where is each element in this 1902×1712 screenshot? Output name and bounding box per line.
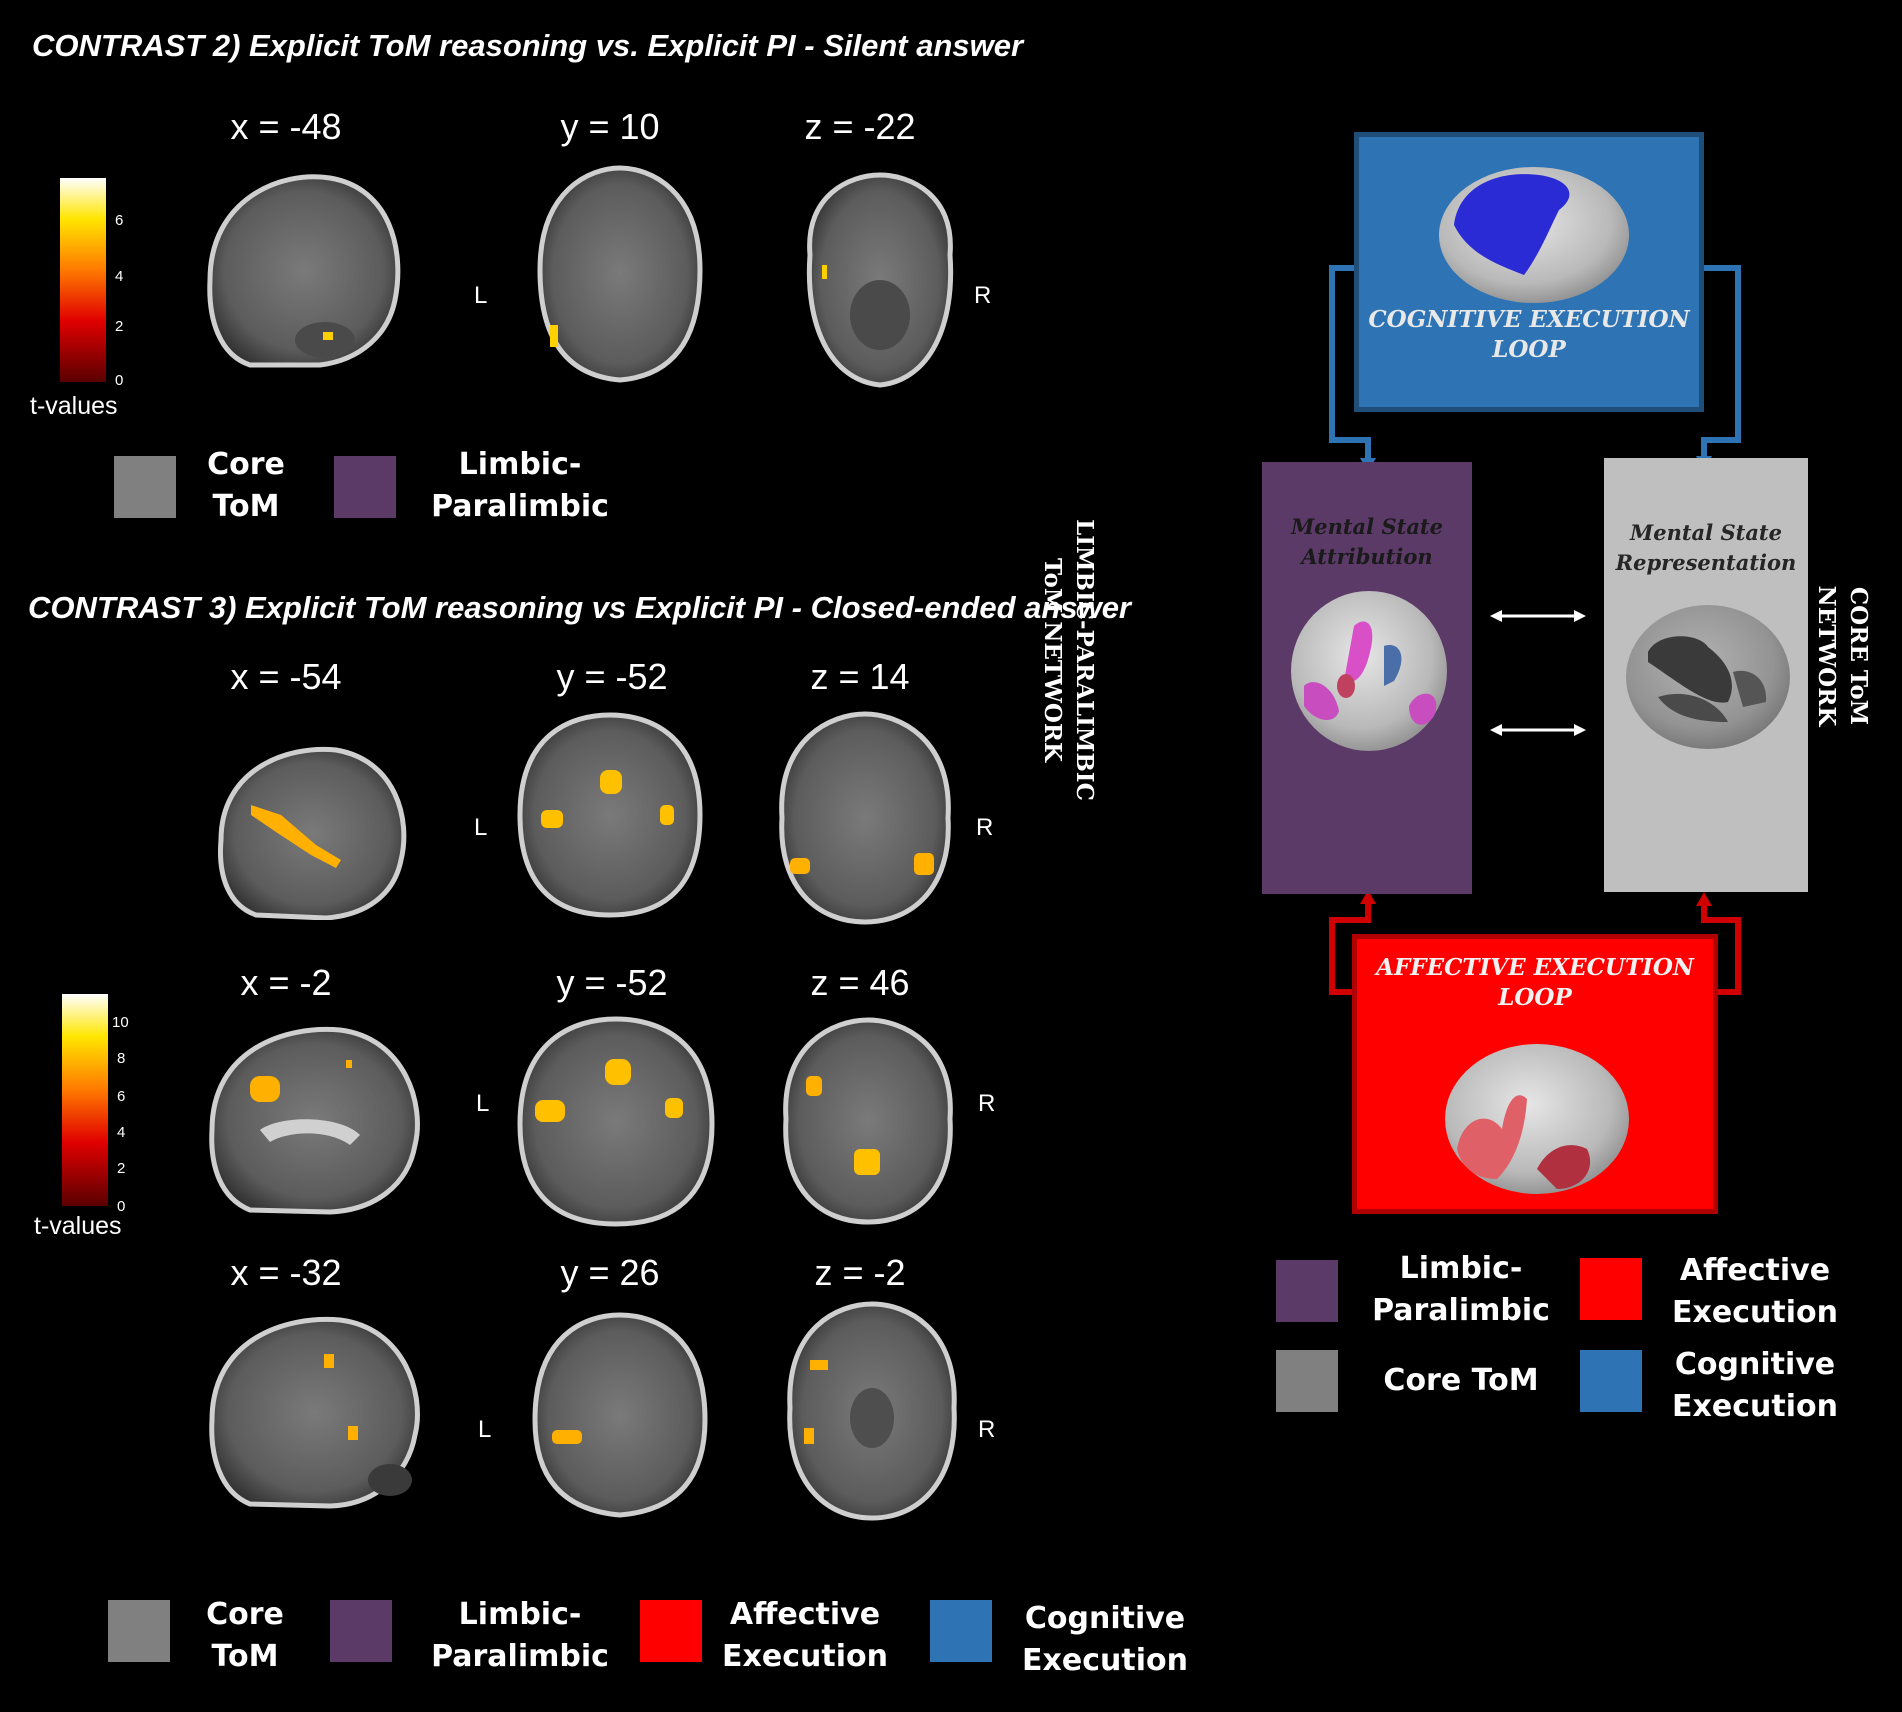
legend-swatch-limbic [334, 456, 396, 518]
legend-label-cognitive: Cognitive Execution [1022, 1601, 1188, 1678]
contrast3-row3-coord-x: x = -32 [230, 1252, 342, 1293]
contrast3-colorbar [62, 994, 108, 1206]
contrast2-side-left: L [474, 282, 488, 309]
legend-swatch-cognitive [930, 1600, 992, 1662]
mental-state-attribution-box: Mental State Attribution [1262, 462, 1472, 894]
contrast2-coord-y: y = 10 [560, 106, 660, 147]
contrast2-coord-x: x = -48 [230, 106, 342, 147]
contrast3-row1-coronal-slice [517, 712, 703, 918]
limbic-paralimbic-network-label: LIMBIC-PARALIMBIC ToM NETWORK [1039, 519, 1098, 801]
contrast2-title: CONTRAST 2) Explicit ToM reasoning vs. E… [32, 28, 1024, 63]
legend-label-core-tom: Core ToM [207, 447, 285, 524]
contrast3-row2-side-left: L [476, 1090, 490, 1117]
diagram-legend-swatch-limbic [1276, 1260, 1338, 1322]
contrast3-row3-axial-slice [787, 1301, 957, 1521]
contrast3-row2-axial-slice [783, 1017, 953, 1225]
contrast3-row2-coronal-slice [517, 1016, 715, 1227]
contrast3-row2-sagittal-slice [209, 1026, 420, 1215]
legend-label-limbic: Limbic- Paralimbic [431, 1597, 609, 1674]
legend-swatch-affective [640, 1600, 702, 1662]
core-tom-brain-render [1626, 605, 1790, 749]
contrast3-row3-coronal-slice [532, 1312, 708, 1518]
contrast3-colorbar-tick: 0 [117, 1198, 126, 1215]
diagram-legend-label-core-tom: Core ToM [1383, 1363, 1539, 1398]
contrast2-colorbar-tick: 6 [115, 212, 124, 229]
legend-label-core-tom: Core ToM [206, 1597, 284, 1674]
mental-state-representation-label: Mental State Representation [1615, 520, 1797, 575]
contrast2-sagittal-slice [207, 174, 401, 368]
contrast2-colorbar [60, 178, 106, 382]
diagram-legend-swatch-affective [1580, 1258, 1642, 1320]
contrast3-row2-side-right: R [978, 1090, 996, 1117]
contrast3-row2-coord-x: x = -2 [240, 962, 332, 1003]
contrast3-row2-coord-y: y = -52 [556, 962, 668, 1003]
contrast3-title: CONTRAST 3) Explicit ToM reasoning vs Ex… [28, 590, 1131, 625]
contrast3-row3-side-right: R [978, 1416, 996, 1443]
legend-label-limbic: Limbic- Paralimbic [431, 447, 609, 524]
contrast3-row3-sagittal-slice [209, 1316, 420, 1509]
cognitive-execution-loop-box: COGNITIVE EXECUTION LOOP [1354, 132, 1704, 412]
contrast3-row1-coord-x: x = -54 [230, 656, 342, 697]
contrast3-colorbar-tick: 4 [117, 1124, 126, 1141]
contrast3-row1-axial-slice [779, 711, 951, 925]
diagram-legend-label-limbic: Limbic- Paralimbic [1372, 1251, 1550, 1328]
contrast3-row3-coord-z: z = -2 [814, 1252, 906, 1293]
affective-brain-render [1445, 1044, 1629, 1194]
contrast3-row1-coord-z: z = 14 [810, 656, 910, 697]
contrast3-colorbar-tick: 2 [117, 1160, 126, 1177]
contrast2-axial-slice [806, 172, 954, 388]
contrast3-row3-side-left: L [478, 1416, 492, 1443]
contrast3-row1-coord-y: y = -52 [556, 656, 668, 697]
contrast2-side-right: R [974, 282, 992, 309]
core-tom-network-label: CORE ToM NETWORK [1813, 585, 1872, 727]
legend-swatch-limbic [330, 1600, 392, 1662]
contrast3-row1-side-left: L [474, 814, 488, 841]
cognitive-loop-label: COGNITIVE EXECUTION LOOP [1368, 306, 1690, 363]
legend-swatch-core-tom [114, 456, 176, 518]
cognitive-brain-render [1439, 167, 1629, 303]
legend-swatch-core-tom [108, 1600, 170, 1662]
diagram-legend-swatch-core-tom [1276, 1350, 1338, 1412]
mental-state-attribution-label: Mental State Attribution [1290, 514, 1443, 569]
limbic-brain-render [1291, 591, 1447, 751]
legend-label-affective: Affective Execution [722, 1597, 888, 1674]
contrast3-colorbar-tick: 6 [117, 1088, 126, 1105]
contrast2-coord-z: z = -22 [804, 106, 916, 147]
contrast3-colorbar-tick: 10 [112, 1014, 129, 1031]
contrast2-colorbar-tick: 2 [115, 318, 124, 335]
contrast3-row2-coord-z: z = 46 [810, 962, 910, 1003]
diagram-legend-label-affective: Affective Execution [1672, 1253, 1838, 1330]
contrast3-colorbar-label: t-values [34, 1212, 122, 1240]
mental-state-representation-box: Mental State Representation [1604, 458, 1808, 892]
contrast3-row3-coord-y: y = 26 [560, 1252, 660, 1293]
diagram-legend-swatch-cognitive [1580, 1350, 1642, 1412]
affective-execution-loop-box: AFFECTIVE EXECUTION LOOP [1352, 934, 1718, 1214]
contrast2-colorbar-label: t-values [30, 392, 118, 420]
contrast2-coronal-slice [537, 165, 703, 383]
contrast3-row1-sagittal-slice [217, 746, 407, 920]
contrast3-row1-side-right: R [976, 814, 994, 841]
contrast3-colorbar-tick: 8 [117, 1050, 126, 1067]
affective-loop-label: AFFECTIVE EXECUTION LOOP [1376, 954, 1694, 1011]
contrast2-colorbar-tick: 0 [115, 372, 124, 389]
diagram-legend-label-cognitive: Cognitive Execution [1672, 1347, 1838, 1424]
contrast2-colorbar-tick: 4 [115, 268, 124, 285]
